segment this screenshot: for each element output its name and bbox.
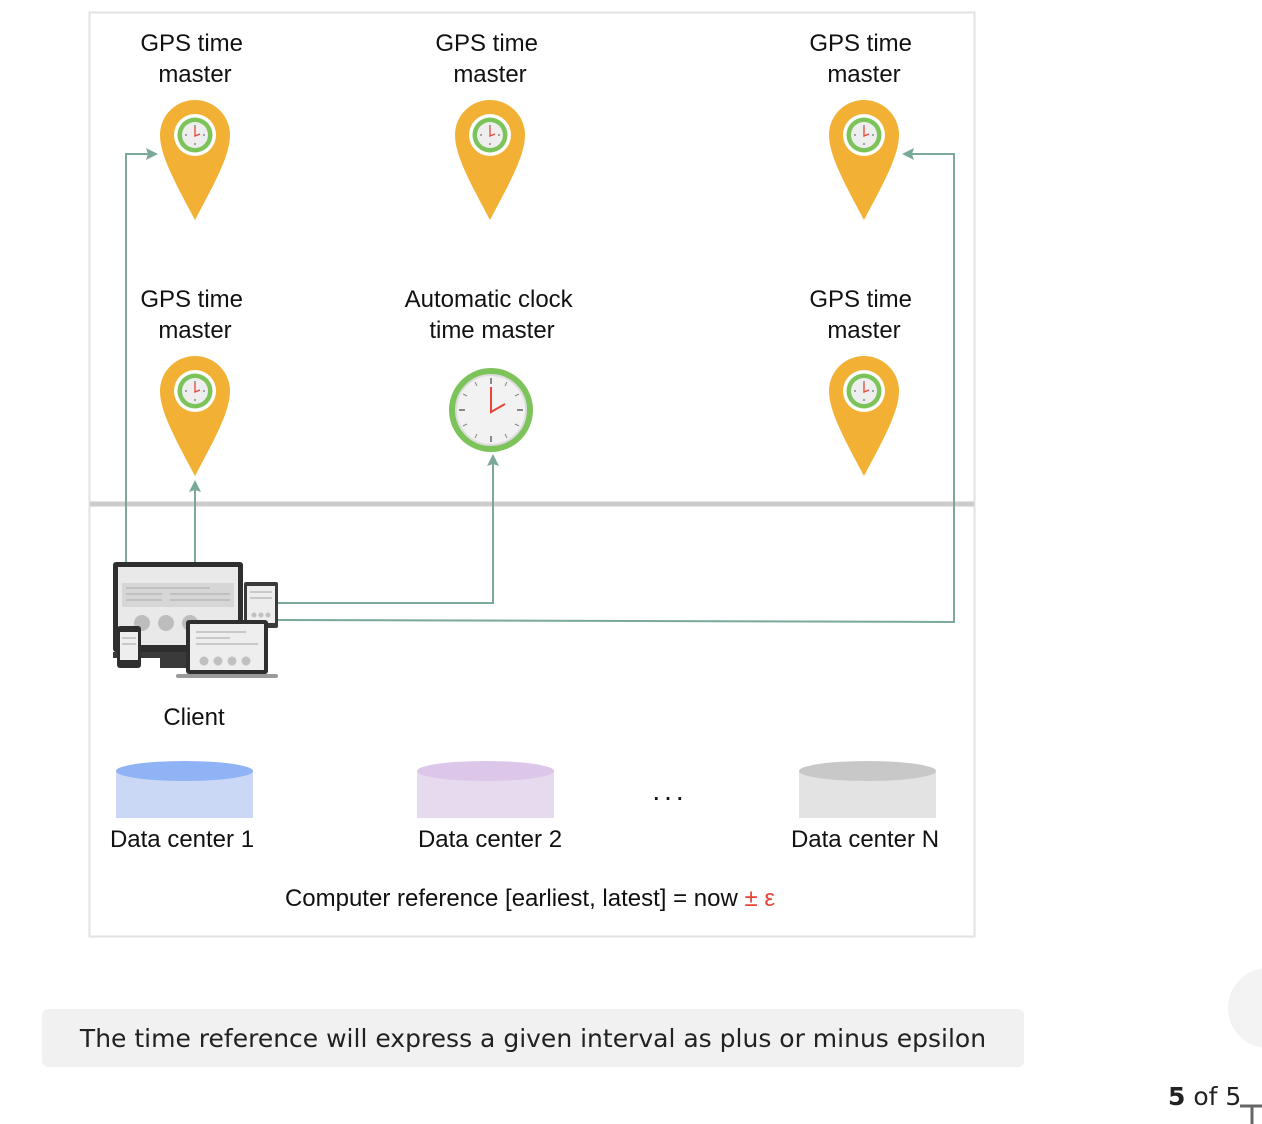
- db-top: [116, 761, 253, 781]
- slide-caption: The time reference will express a given …: [42, 1009, 1024, 1067]
- arrowhead-icon: [902, 148, 914, 160]
- data-center-1-label: Data center 1: [110, 826, 254, 853]
- gps-top-right-label: GPS time master: [809, 30, 918, 88]
- corner-bracket-icon: [1240, 1104, 1262, 1124]
- client-devices-icon: [113, 562, 278, 678]
- formula-text: Computer reference [earliest, latest] = …: [285, 885, 775, 912]
- clock-synchronization-diagram: GPS time master GPS time master GPS time…: [88, 11, 976, 938]
- pager-total: of 5: [1193, 1082, 1242, 1111]
- db-top: [417, 761, 554, 781]
- pager-current: 5: [1168, 1082, 1186, 1111]
- data-center-1-icon: [116, 761, 253, 818]
- gps-top-left-label: GPS time master: [140, 30, 249, 88]
- client-label: Client: [163, 704, 225, 731]
- arrowhead-icon: [487, 454, 499, 466]
- slide-pager: 5 of 5: [1168, 1082, 1241, 1111]
- ellipsis: ...: [652, 775, 687, 806]
- data-center-2-label: Data center 2: [418, 826, 562, 853]
- caption-text: The time reference will express a given …: [79, 1023, 987, 1053]
- arrow-client-to-gps-top-left: [125, 153, 150, 564]
- db-top: [799, 761, 936, 781]
- connection-arrows: [125, 153, 955, 624]
- arrowhead-icon: [146, 148, 158, 160]
- arrowhead-icon: [189, 480, 201, 492]
- data-center-2-icon: [417, 761, 554, 818]
- formula-epsilon: ± ε: [745, 885, 776, 912]
- atomic-clock-icon: [449, 368, 533, 452]
- gps-top-middle-label: GPS time master: [435, 30, 544, 88]
- gps-middle-right-label: GPS time master: [809, 286, 918, 344]
- arrowheads: [146, 148, 914, 492]
- atomic-clock-label: Automatic clock time master: [405, 286, 580, 344]
- data-center-n-icon: [799, 761, 936, 818]
- data-center-n-label: Data center N: [791, 826, 939, 853]
- arrow-client-to-gps-top-right: [277, 153, 955, 624]
- arrow-client-to-atomic-clock: [278, 461, 494, 604]
- gps-middle-left-label: GPS time master: [140, 286, 249, 344]
- formula-main: Computer reference [earliest, latest] = …: [285, 885, 745, 912]
